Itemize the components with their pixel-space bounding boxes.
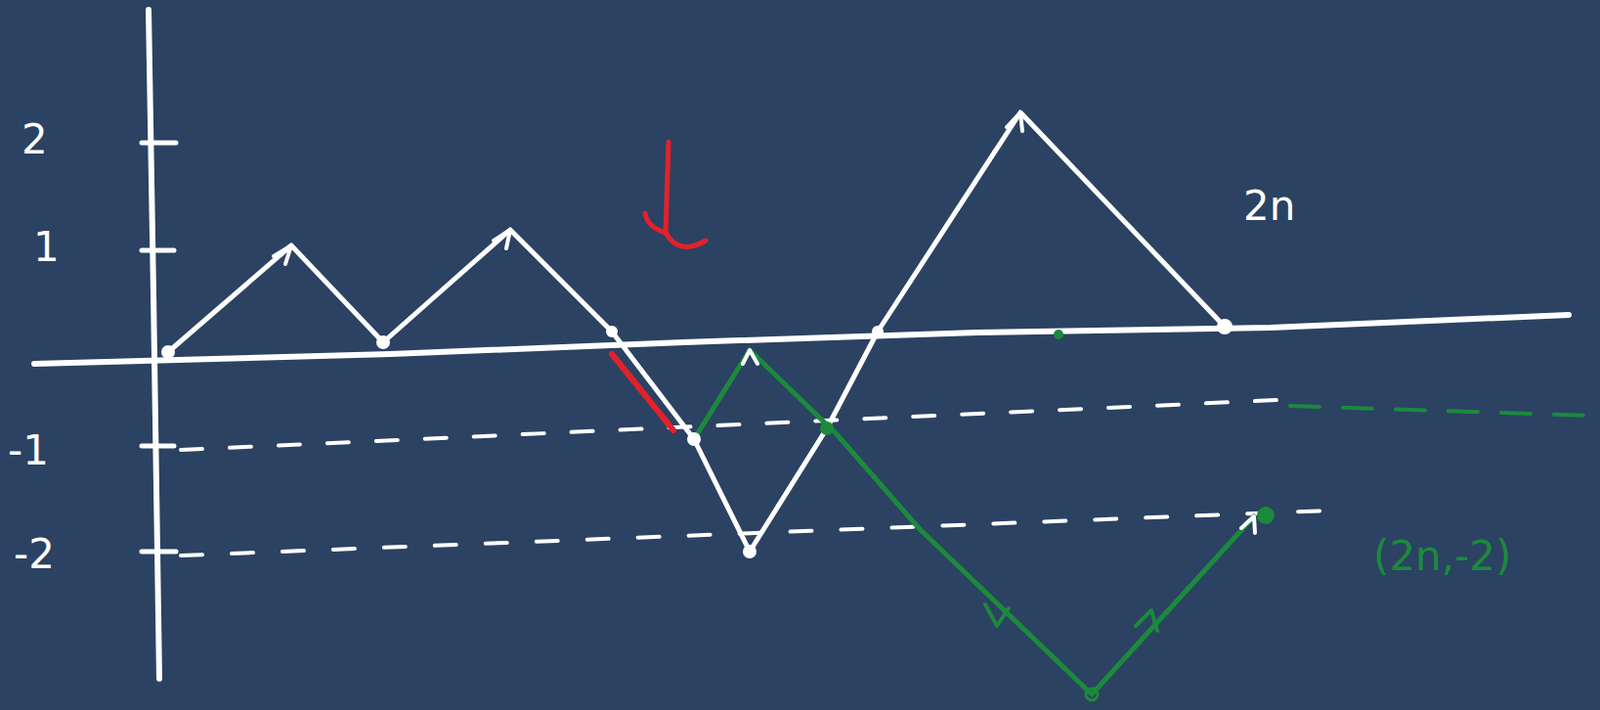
x-axis — [34, 314, 1569, 364]
axis-label: 2 — [21, 119, 48, 161]
lattice-path — [168, 112, 1225, 552]
lattice-points — [161, 318, 1275, 700]
point-label: (2n,-2) — [1373, 535, 1512, 577]
level-line — [1290, 405, 1594, 416]
red-arrow — [645, 141, 706, 247]
point-label: 2n — [1243, 185, 1296, 227]
reflected-path — [695, 349, 1255, 694]
axis-tick — [141, 142, 176, 552]
axis-label: -1 — [7, 430, 49, 472]
axis-label: -2 — [13, 533, 55, 575]
axis-label: 1 — [33, 226, 60, 268]
level-line — [180, 398, 1300, 450]
direction-mark — [273, 112, 1255, 533]
y-axis — [148, 9, 160, 679]
direction-mark — [985, 604, 1158, 631]
first-crossing — [611, 353, 674, 431]
